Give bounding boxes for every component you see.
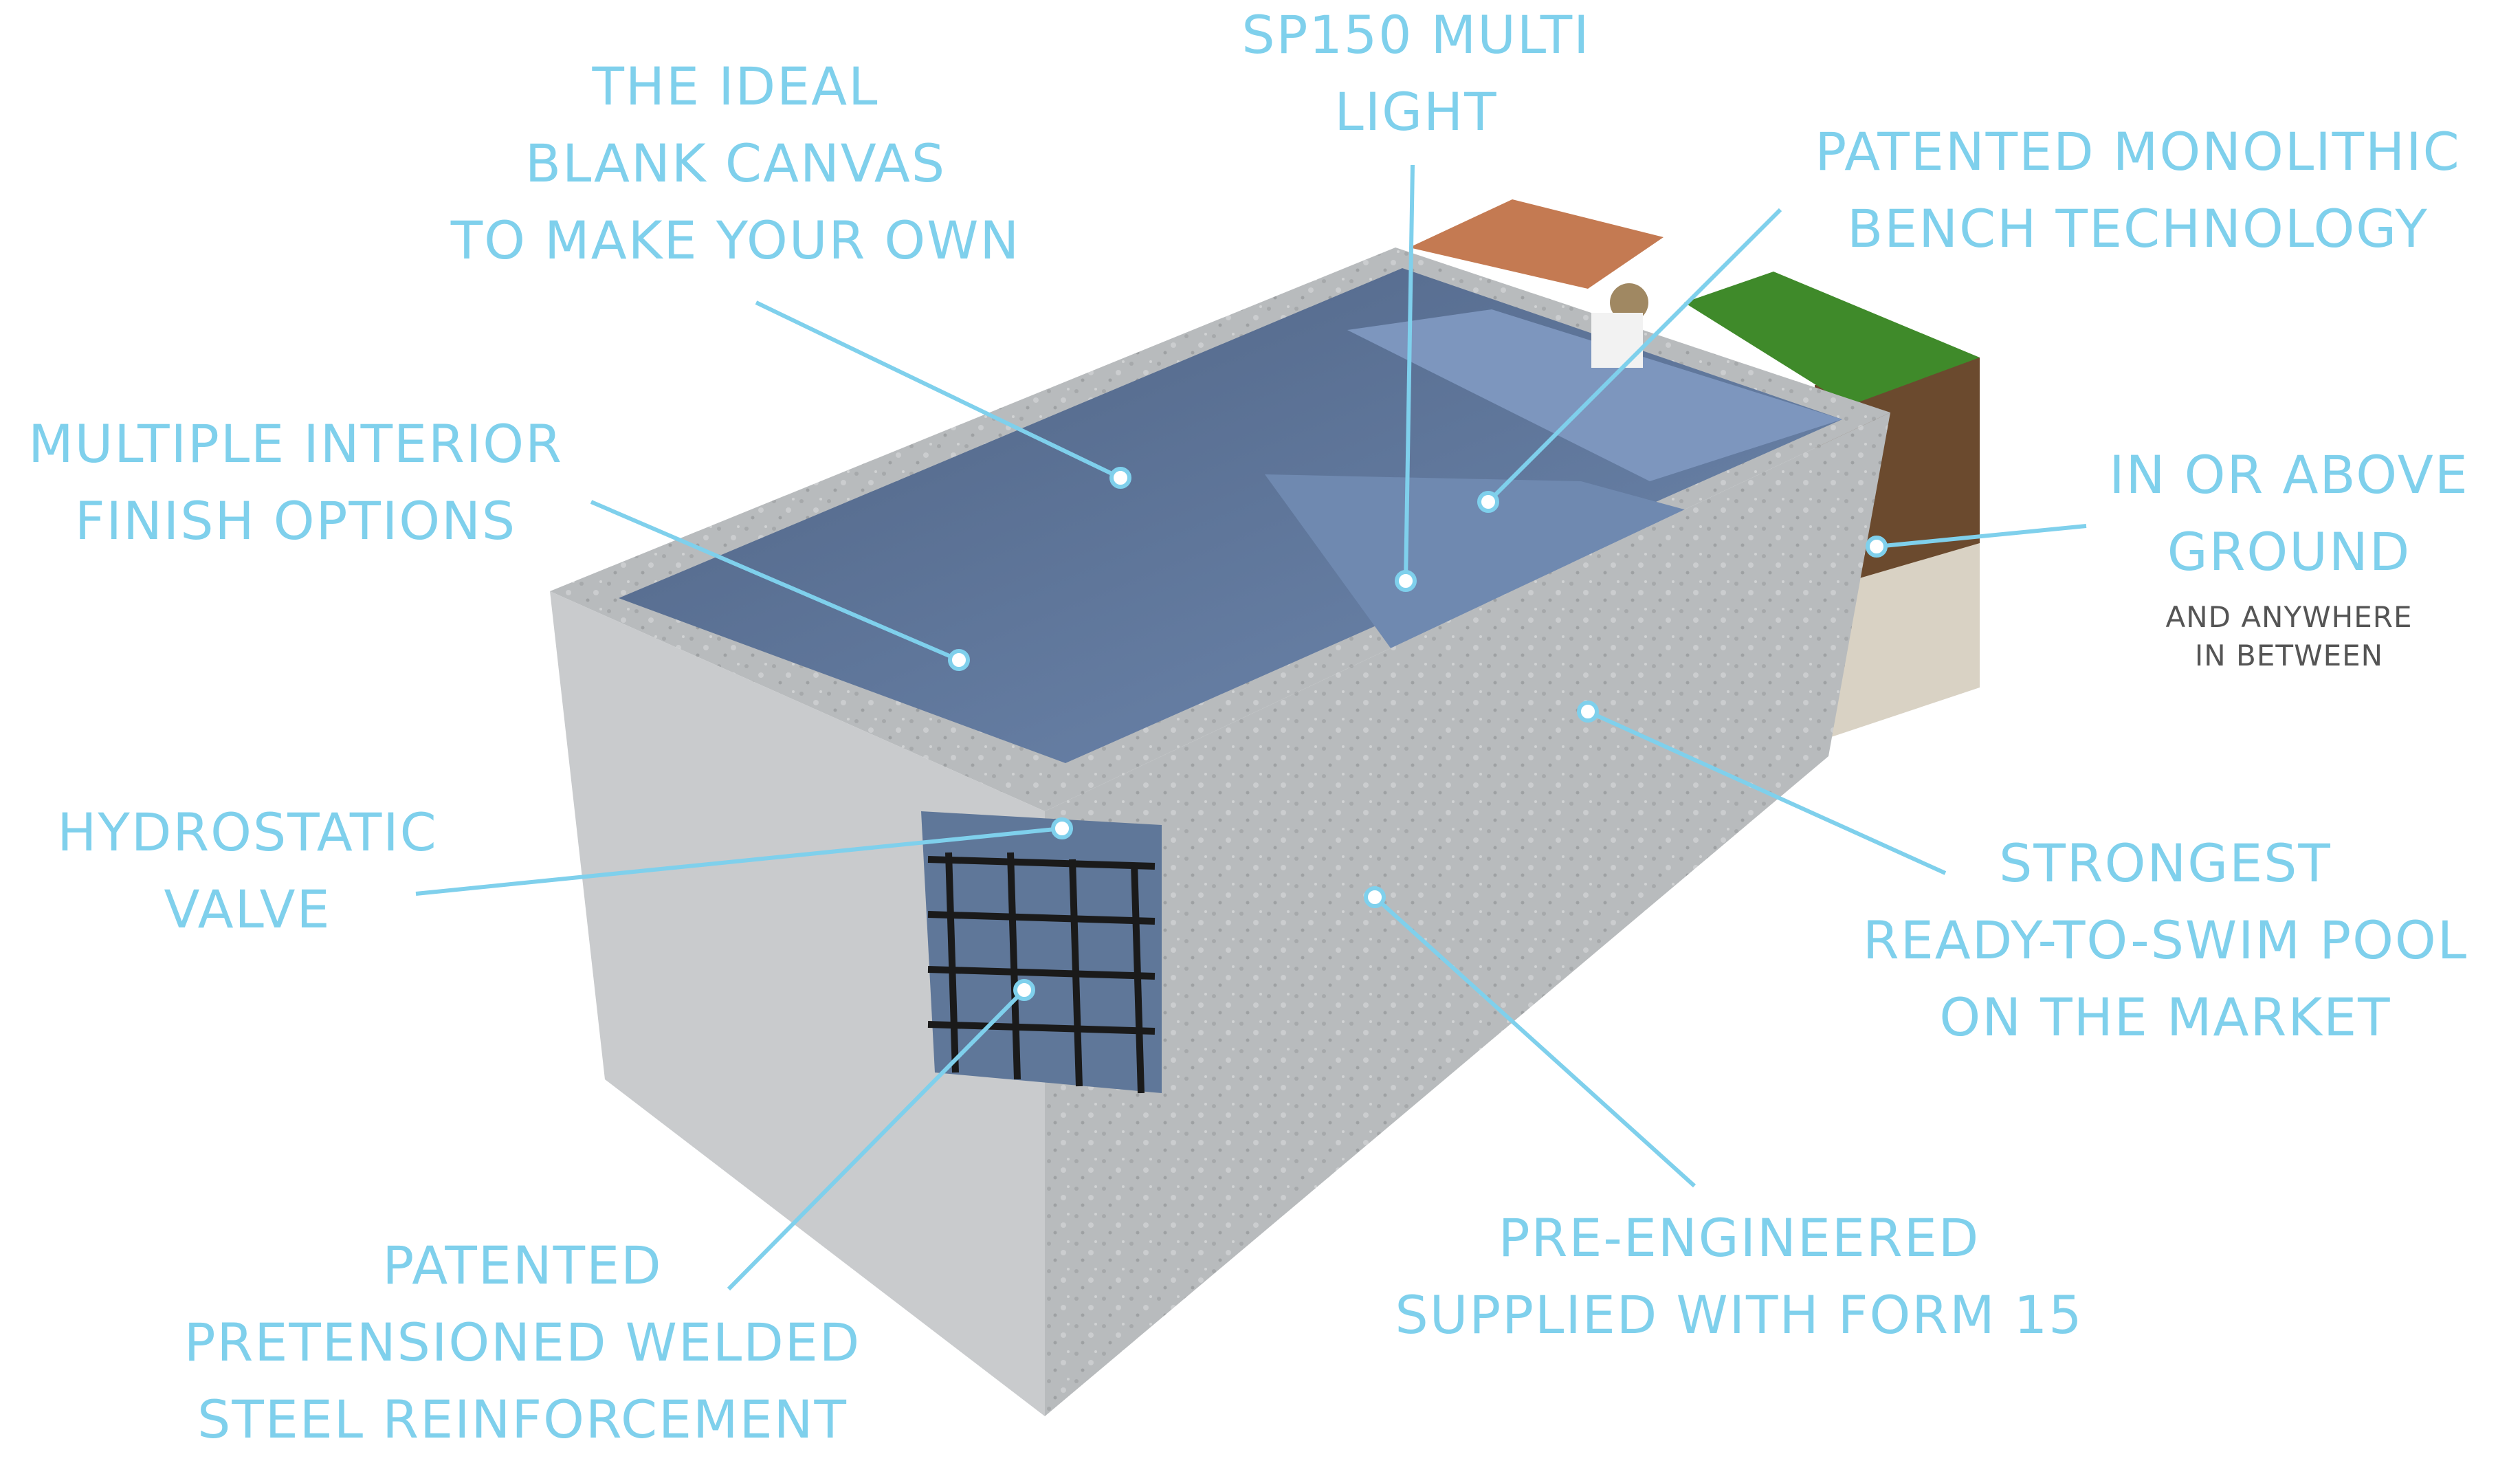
label-ground-sub: AND ANYWHERE IN BETWEEN — [2165, 600, 2413, 672]
callout-dot-ground — [1866, 536, 1888, 558]
callout-sp150-light — [1404, 164, 1415, 582]
label-steel-reinforcement: PATENTED PRETENSIONED WELDED STEEL REINF… — [184, 1235, 861, 1450]
steel-reinforcement-mesh — [927, 852, 1156, 1094]
label-interior-finish: MULTIPLE INTERIOR FINISH OPTIONS — [28, 413, 563, 551]
callout-dot-bench — [1477, 491, 1499, 513]
callout-dots — [948, 467, 1888, 1001]
callout-dot-reinforcement — [1013, 979, 1035, 1001]
paver-deck — [1409, 199, 1664, 289]
callout-dot-pre-engineered — [1364, 886, 1386, 908]
callout-dot-interior-finish — [948, 649, 970, 671]
grass-surface — [1684, 272, 1980, 406]
pool-bench — [1265, 474, 1732, 674]
skimmer-box — [1591, 313, 1643, 368]
callout-dot-strongest — [1577, 701, 1599, 723]
label-bench-technology: PATENTED MONOLITHIC BENCH TECHNOLOGY — [1815, 121, 2461, 259]
callout-ground — [1876, 524, 2087, 549]
label-pre-engineered: PRE-ENGINEERED SUPPLIED WITH FORM 15 — [1395, 1207, 2084, 1345]
label-strongest-pool: STRONGEST READY-TO-SWIM POOL ON THE MARK… — [1862, 833, 2468, 1048]
callout-dot-hydrostatic — [1051, 817, 1073, 839]
callout-bench — [1486, 208, 1782, 504]
callout-pre-engineered — [1373, 895, 1696, 1188]
label-hydrostatic-valve: HYDROSTATIC VALVE — [57, 802, 438, 940]
pool-wall-left — [550, 591, 1045, 1416]
label-sp150-light: SP150 MULTI LIGHT — [1241, 4, 1591, 142]
callout-ideal-canvas — [755, 300, 1122, 480]
label-ground: IN OR ABOVE GROUND — [2109, 444, 2469, 582]
pool-wall-front — [1045, 412, 1890, 1416]
callout-dot-ideal-canvas — [1109, 467, 1131, 489]
callout-reinforcement — [727, 988, 1026, 1291]
callout-hydrostatic — [415, 826, 1063, 896]
callout-lines — [415, 164, 2087, 1291]
callout-interior-finish — [590, 500, 960, 662]
callout-strongest — [1587, 710, 1947, 875]
label-ideal-canvas: THE IDEAL BLANK CANVAS TO MAKE YOUR OWN — [450, 56, 1021, 271]
deck-drain-icon — [1610, 283, 1648, 322]
callout-dot-sp150-light — [1395, 570, 1417, 592]
